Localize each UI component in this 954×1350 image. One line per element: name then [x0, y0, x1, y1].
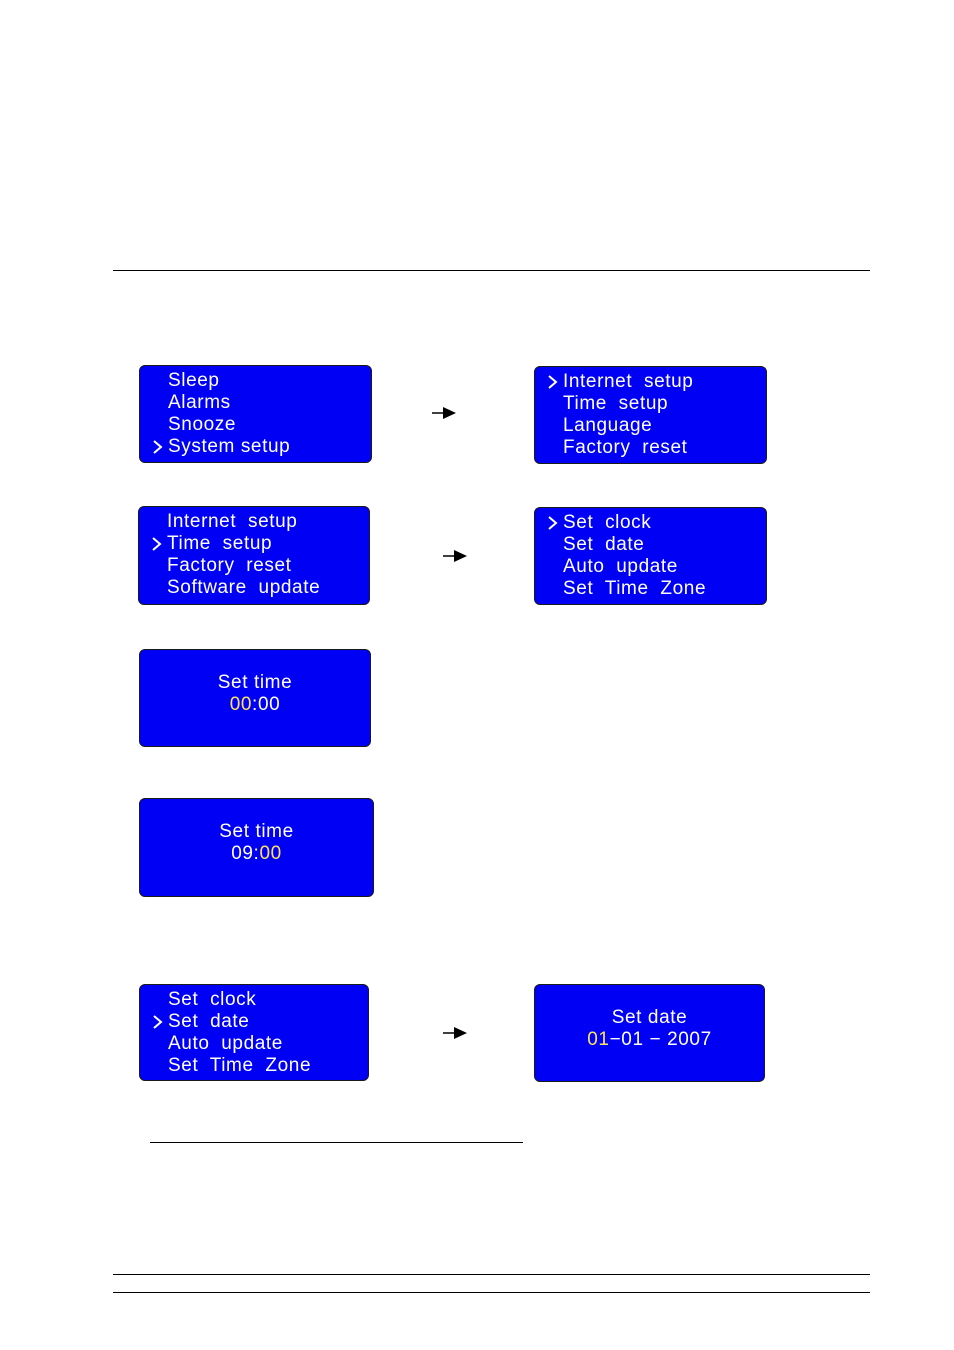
date-separator: −: [643, 1029, 668, 1050]
arrow-right-icon: [443, 550, 467, 562]
minutes-field: 00: [257, 694, 281, 715]
date-value: 01−01 − 2007: [535, 1029, 764, 1051]
menu-item-selected: Set date: [140, 1011, 368, 1033]
chevron-right-icon: [548, 516, 558, 530]
time-setup-screen: Set clock Set date Auto update Set Time …: [534, 507, 767, 605]
menu-item: Set Time Zone: [563, 578, 707, 599]
arrow-right-icon: [432, 407, 456, 419]
menu-item-selected: Set clock: [535, 512, 766, 534]
chevron-right-icon: [153, 440, 163, 454]
menu-item: Internet setup: [167, 511, 298, 532]
header-rule: [113, 270, 870, 271]
set-time-hours-screen: Set time 00:00: [139, 649, 371, 747]
month-field: 01: [621, 1029, 644, 1050]
footer-rule-bottom: [113, 1292, 870, 1293]
menu-item: Sleep: [168, 370, 220, 391]
day-field: 01: [587, 1029, 610, 1050]
menu-item: Snooze: [168, 414, 237, 435]
screen-title: Set date: [611, 1007, 688, 1028]
date-separator: −: [609, 1029, 622, 1050]
chevron-right-icon: [548, 375, 558, 389]
year-field: 2007: [667, 1029, 712, 1050]
minutes-field: 00: [259, 843, 282, 864]
menu-item-selected: System setup: [140, 436, 371, 458]
menu-item: Set clock: [168, 989, 257, 1010]
time-separator: :: [252, 694, 258, 715]
menu-item: Auto update: [168, 1033, 283, 1054]
menu-item: Alarms: [168, 392, 231, 413]
set-time-minutes-screen: Set time 09:00: [139, 798, 374, 897]
footer-rule-top: [113, 1274, 870, 1275]
screen-title: Set time: [219, 821, 294, 842]
menu-item: Set Time Zone: [168, 1055, 312, 1076]
menu-item: Factory reset: [563, 437, 688, 458]
system-setup-scrolled-screen: Internet setup Time setup Factory reset …: [138, 506, 370, 605]
set-date-screen: Set date 01−01 − 2007: [534, 984, 765, 1082]
screen-title: Set time: [217, 672, 293, 693]
section-rule: [150, 1142, 523, 1143]
arrow-right-icon: [443, 1027, 467, 1039]
hours-field: 00: [229, 694, 253, 715]
chevron-right-icon: [152, 537, 162, 551]
system-setup-screen: Internet setup Time setup Language Facto…: [534, 366, 767, 464]
menu-item: Language: [563, 415, 653, 436]
menu-item-selected: Internet setup: [535, 371, 766, 393]
time-value: 09:00: [140, 843, 373, 865]
chevron-right-icon: [153, 1015, 163, 1029]
menu-item: Auto update: [563, 556, 678, 577]
main-menu-screen: Sleep Alarms Snooze System setup: [139, 365, 372, 463]
menu-item: Software update: [167, 577, 321, 598]
time-setup-date-screen: Set clock Set date Auto update Set Time …: [139, 984, 369, 1081]
menu-item: Time setup: [563, 393, 669, 414]
menu-item: Factory reset: [167, 555, 292, 576]
menu-item-selected: Time setup: [139, 533, 369, 555]
hours-field: 09: [231, 843, 254, 864]
time-separator: :: [253, 843, 260, 864]
menu-item: Set date: [563, 534, 645, 555]
time-value: 00:00: [140, 694, 370, 716]
